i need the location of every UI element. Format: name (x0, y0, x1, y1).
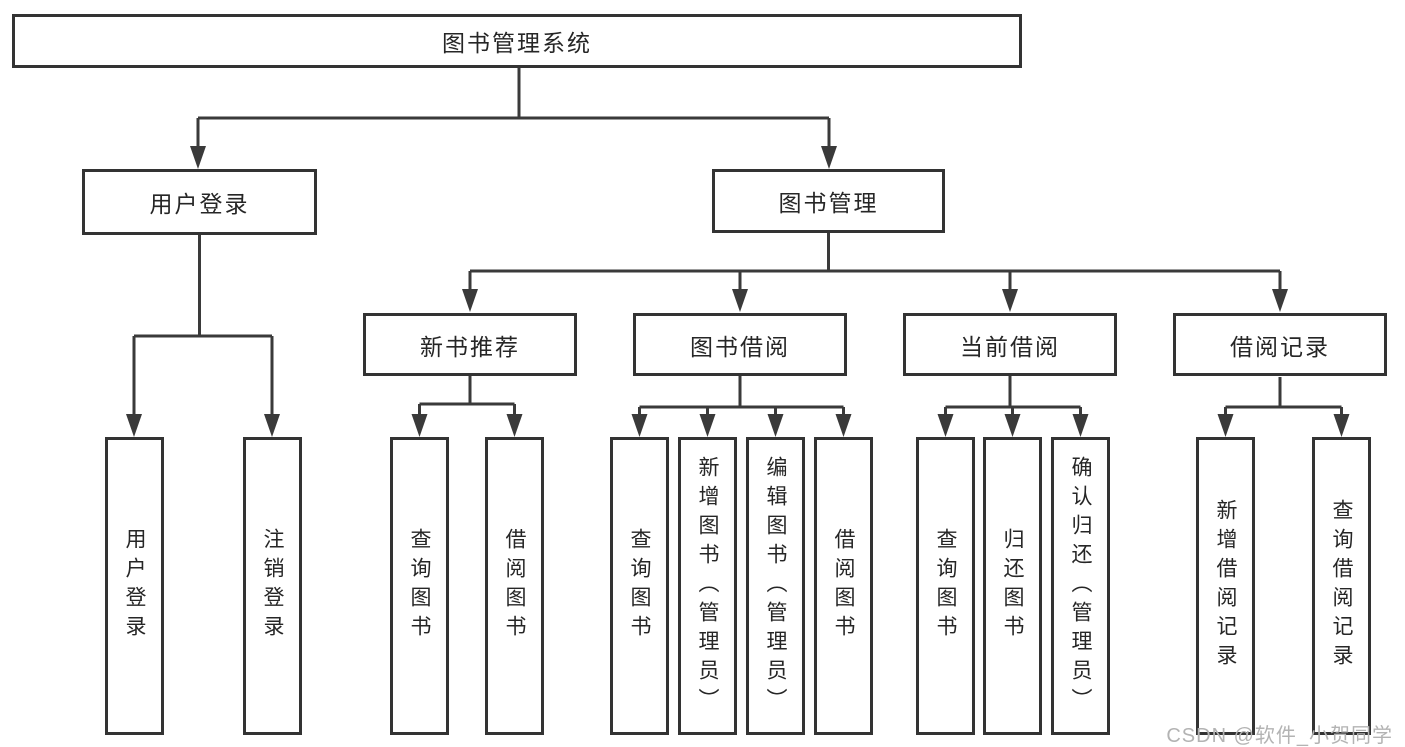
leaf-query-books-borrowing: 查询图书 (610, 437, 669, 735)
leaf-borrow-books-recommend: 借阅图书 (485, 437, 544, 735)
leaf-confirm-return-admin: 确认归还（管理员） (1051, 437, 1110, 735)
leaf-add-borrow-record: 新增借阅记录 (1196, 437, 1255, 735)
node-user-login: 用户登录 (82, 169, 317, 235)
leaf-borrow-books-borrowing: 借阅图书 (814, 437, 873, 735)
node-book-borrowing: 图书借阅 (633, 313, 847, 376)
leaf-return-books: 归还图书 (983, 437, 1042, 735)
leaf-user-login: 用户登录 (105, 437, 164, 735)
node-borrowing-records: 借阅记录 (1173, 313, 1387, 376)
csdn-watermark: CSDN @软件_小贺同学 (1166, 725, 1393, 747)
leaf-add-books-admin: 新增图书（管理员） (678, 437, 737, 735)
node-root: 图书管理系统 (12, 14, 1022, 68)
node-current-borrowing: 当前借阅 (903, 313, 1117, 376)
leaf-edit-books-admin: 编辑图书（管理员） (746, 437, 805, 735)
leaf-logout: 注销登录 (243, 437, 302, 735)
node-book-management: 图书管理 (712, 169, 945, 233)
leaf-query-books-recommend: 查询图书 (390, 437, 449, 735)
node-new-book-recommendation: 新书推荐 (363, 313, 577, 376)
leaf-query-borrow-record: 查询借阅记录 (1312, 437, 1371, 735)
leaf-query-books-current: 查询图书 (916, 437, 975, 735)
